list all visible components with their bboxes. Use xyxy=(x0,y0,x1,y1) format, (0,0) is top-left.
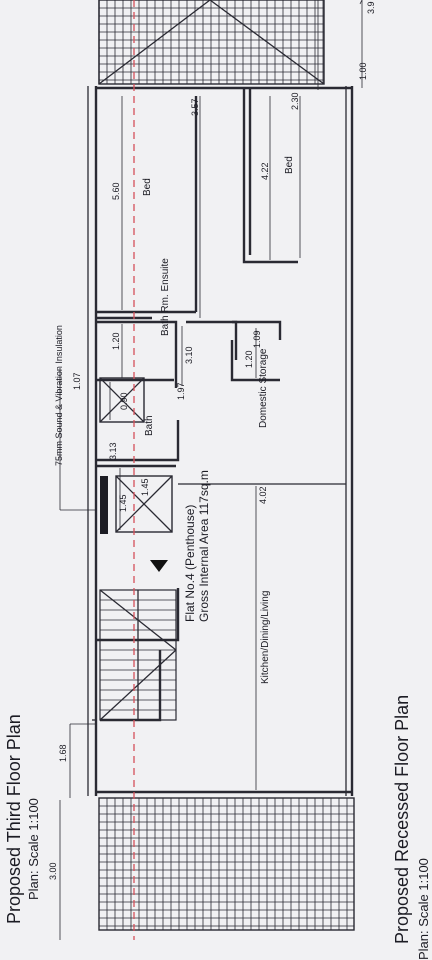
third-floor-title: Proposed Third Floor Plan xyxy=(4,714,24,924)
top-terrace-hatch xyxy=(98,0,325,85)
dim-3-13: 3.13 xyxy=(108,442,118,460)
room-label-bed-1: Bed xyxy=(142,178,153,196)
dim-1-07: 1.07 xyxy=(72,372,82,390)
dim-2-30: 2.30 xyxy=(290,92,300,110)
outer-walls xyxy=(87,86,354,796)
bottom-terrace-hatch xyxy=(98,797,355,931)
room-label-bed-2: Bed xyxy=(284,156,295,174)
dim-1-20-b: 1.20 xyxy=(244,350,254,368)
dim-3-10: 3.10 xyxy=(184,346,194,364)
staircase xyxy=(99,589,177,721)
dim-3-57: 3.57 xyxy=(190,98,200,116)
dim-5-60: 5.60 xyxy=(111,182,121,200)
insulation-note: 75mm Sound & Vibration Insulation xyxy=(54,325,64,466)
flat-name-label: Flat No.4 (Penthouse) xyxy=(183,505,197,622)
dimension-lines xyxy=(59,0,363,940)
dim-1-09: 1.09 xyxy=(252,330,262,348)
dim-3-9: 3.9 xyxy=(366,1,376,14)
room-label-bath-ensuite: Bath Rm. Ensuite xyxy=(160,258,171,336)
dim-3-00: 3.00 xyxy=(48,862,58,880)
entrance-arrow-icon xyxy=(150,560,168,572)
third-floor-scale: Plan: Scale 1:100 xyxy=(26,798,41,900)
recessed-floor-title: Proposed Recessed Floor Plan xyxy=(392,695,412,944)
dim-4-02: 4.02 xyxy=(258,486,268,504)
dim-1-00: 1.00 xyxy=(358,62,368,80)
flat-area-label: Gross Internal Area 117sq.m xyxy=(197,470,211,622)
dim-1-45-b: 1.45 xyxy=(140,478,150,496)
dim-1-68: 1.68 xyxy=(58,744,68,762)
room-label-bath: Bath xyxy=(144,415,155,436)
shaft-boxes xyxy=(99,377,173,534)
dim-0-90: 0.90 xyxy=(119,392,129,410)
room-label-kitchen: Kitchen/Dining/Living xyxy=(260,591,271,684)
dim-1-45-a: 1.45 xyxy=(118,494,128,512)
dim-1-97: 1.97 xyxy=(176,382,186,400)
recessed-floor-scale: Plan: Scale 1:100 xyxy=(416,858,431,960)
dim-1-20-a: 1.20 xyxy=(111,332,121,350)
room-label-storage: Domestic Storage xyxy=(258,348,269,428)
dim-4-22: 4.22 xyxy=(260,162,270,180)
